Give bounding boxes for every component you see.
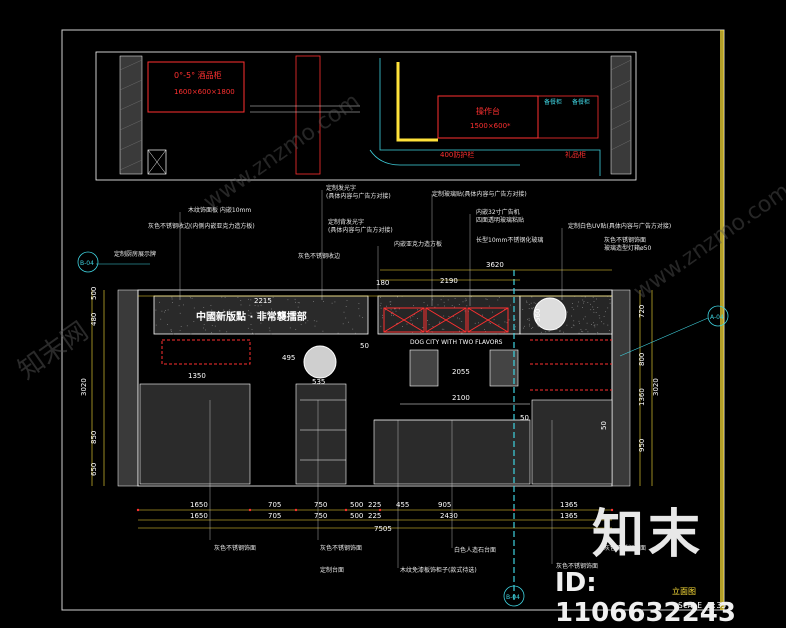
watermark-side: 知末网: [13, 316, 94, 385]
annotations-top: 定制发光字 (具体内容与广告方对接) 定制玻璃贴(具体内容与广告方对接) 木纹饰…: [114, 184, 671, 260]
svg-text:1365: 1365: [560, 501, 578, 509]
svg-text:备餐柜: 备餐柜: [572, 98, 590, 106]
svg-text:灰色不锈钢饰面: 灰色不锈钢饰面: [556, 562, 598, 570]
svg-text:1600×600×1800: 1600×600×1800: [174, 88, 235, 96]
svg-text:400防护栏: 400防护栏: [440, 150, 474, 159]
svg-text:7505: 7505: [374, 525, 392, 533]
drawing-title: 立面图: [672, 587, 696, 596]
svg-text:礼品柜: 礼品柜: [565, 150, 586, 159]
svg-text:2190: 2190: [440, 277, 458, 285]
svg-text:2215: 2215: [254, 297, 272, 305]
plan-view: 0°-5° 酒品柜 1600×600×1800 操作台 1500×600* 40…: [95, 51, 637, 181]
sign-text: 中國新版點 · 非常襲擂部: [196, 310, 307, 323]
counter: [437, 95, 539, 139]
svg-text:50: 50: [600, 421, 608, 430]
wine-cabinet-label: 0°-5° 酒品柜: [174, 70, 222, 80]
svg-text:50: 50: [360, 342, 369, 350]
svg-text:定制背发光字: 定制背发光字: [328, 218, 364, 226]
svg-text:720: 720: [638, 305, 646, 318]
svg-text:3020: 3020: [652, 378, 660, 396]
svg-text:500: 500: [350, 512, 363, 520]
svg-text:3020: 3020: [80, 378, 88, 396]
svg-text:DOG CITY WITH TWO FLAVORS: DOG CITY WITH TWO FLAVORS: [410, 339, 503, 346]
svg-text:定制发光字: 定制发光字: [326, 184, 356, 192]
leader-lines: [179, 190, 563, 568]
svg-text:B-04: B-04: [80, 260, 94, 267]
svg-text:(具体内容与广告方对接): (具体内容与广告方对接): [326, 192, 391, 200]
svg-text:灰色不锈钢饰面: 灰色不锈钢饰面: [604, 544, 646, 552]
svg-text:灰色不锈钢饰面: 灰色不锈钢饰面: [214, 544, 256, 552]
svg-text:800: 800: [638, 353, 646, 366]
svg-text:495: 495: [282, 354, 295, 362]
svg-text:905: 905: [438, 501, 451, 509]
round-logo: [533, 297, 567, 331]
svg-text:1650: 1650: [190, 512, 208, 520]
counter-label: 操作台: [476, 106, 500, 116]
svg-text:180: 180: [376, 279, 389, 287]
annotations-bottom: 灰色不锈钢饰面 灰色不锈钢饰面 定制台面 木纹免漆板饰柜子(款式待选) 白色人造…: [214, 544, 646, 574]
dimension-lines: [91, 269, 653, 529]
dimension-ticks: [136, 508, 614, 512]
svg-text:灰色不锈钢饰面: 灰色不锈钢饰面: [604, 236, 646, 244]
svg-text:225: 225: [368, 512, 381, 520]
svg-text:www.znzmo.com: www.znzmo.com: [629, 179, 786, 305]
svg-text:535: 535: [312, 378, 325, 386]
svg-text:500: 500: [350, 501, 363, 509]
svg-text:2430: 2430: [440, 512, 458, 520]
svg-text:长型10mm不锈钢化玻璃: 长型10mm不锈钢化玻璃: [476, 236, 543, 244]
svg-text:1350: 1350: [188, 372, 206, 380]
svg-text:内嵌亚克力造方板: 内嵌亚克力造方板: [394, 240, 442, 248]
svg-text:木纹饰面板 内嵌10mm: 木纹饰面板 内嵌10mm: [188, 206, 251, 214]
svg-text:玻璃造型灯箱ø50: 玻璃造型灯箱ø50: [604, 244, 651, 252]
elevation-view: 中國新版點 · 非常襲擂部 DOG CITY WITH TWO FLAVORS: [117, 270, 631, 600]
svg-text:备餐柜: 备餐柜: [544, 98, 562, 106]
svg-text:850: 850: [90, 431, 98, 444]
svg-text:500: 500: [90, 287, 98, 300]
red-x-panels: [383, 307, 509, 333]
svg-text:750: 750: [314, 501, 327, 509]
watermark-id: ID: 1106632243: [555, 568, 736, 628]
svg-text:750: 750: [314, 512, 327, 520]
svg-text:灰色不锈钢收边: 灰色不锈钢收边: [298, 252, 340, 260]
svg-text:225: 225: [368, 501, 381, 509]
svg-text:3620: 3620: [486, 261, 504, 269]
svg-text:定制白色UV贴(具体内容与广告方对接): 定制白色UV贴(具体内容与广告方对接): [568, 222, 671, 230]
svg-text:705: 705: [268, 501, 281, 509]
section-tags: B-04 A-04 B-04: [77, 251, 729, 607]
svg-text:四面透明玻璃粘贴: 四面透明玻璃粘贴: [476, 216, 524, 224]
svg-text:A-04: A-04: [710, 314, 724, 321]
svg-text:1365: 1365: [560, 512, 578, 520]
svg-text:1360: 1360: [638, 388, 646, 406]
svg-text:1650: 1650: [190, 501, 208, 509]
svg-text:(具体内容与广告方对接): (具体内容与广告方对接): [328, 226, 393, 234]
svg-text:定制玻璃贴(具体内容与广告方对接): 定制玻璃贴(具体内容与广告方对接): [432, 190, 527, 198]
svg-text:650: 650: [90, 463, 98, 476]
svg-text:灰色不锈钢饰面: 灰色不锈钢饰面: [320, 544, 362, 552]
svg-text:定制厨房展示牌: 定制厨房展示牌: [114, 250, 156, 258]
svg-text:1500×600*: 1500×600*: [470, 122, 511, 130]
svg-text:560: 560: [534, 309, 542, 322]
svg-text:455: 455: [396, 501, 409, 509]
wine-cabinet: [147, 61, 245, 113]
svg-text:480: 480: [90, 313, 98, 326]
svg-text:2055: 2055: [452, 368, 470, 376]
svg-text:950: 950: [638, 439, 646, 452]
drawing-scale: SCALE 1:35: [678, 601, 727, 610]
round-emblem: [303, 345, 337, 379]
svg-text:50: 50: [520, 414, 529, 422]
svg-text:705: 705: [268, 512, 281, 520]
watermark-logo: 知末: [592, 505, 705, 565]
svg-text:B-04: B-04: [506, 594, 520, 601]
svg-text:2100: 2100: [452, 394, 470, 402]
svg-text:白色人造石台面: 白色人造石台面: [454, 546, 496, 554]
svg-text:木纹免漆板饰柜子(款式待选): 木纹免漆板饰柜子(款式待选): [400, 566, 477, 574]
svg-text:灰色不锈钢收边(内侧内嵌亚克力造方板): 灰色不锈钢收边(内侧内嵌亚克力造方板): [148, 222, 255, 230]
svg-text:内嵌32寸广告机: 内嵌32寸广告机: [476, 208, 520, 216]
sign-band: [153, 295, 369, 335]
svg-text:定制台面: 定制台面: [320, 566, 344, 574]
